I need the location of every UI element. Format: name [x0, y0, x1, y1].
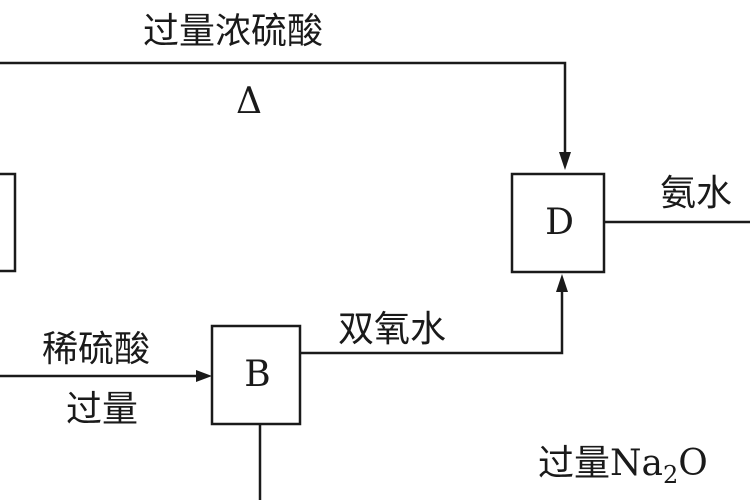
line-b-to-d	[300, 282, 564, 355]
line-top-to-d	[0, 61, 567, 166]
label-hydrogen-peroxide: 双氧水	[338, 309, 447, 350]
box-b-label: B	[244, 354, 271, 395]
label-excess-na2o: 过量Na2O	[538, 443, 708, 489]
arrowhead-top-into-d	[559, 152, 571, 170]
box-d-label: D	[545, 202, 574, 243]
label-ammonia: 氨水	[660, 173, 733, 214]
arrowhead-b-into-d	[556, 274, 568, 292]
box-b	[210, 324, 302, 426]
label-excess-conc-sulfuric-acid: 过量浓硫酸	[143, 11, 324, 52]
left-partial-box	[0, 172, 17, 273]
label-heat-symbol: Δ	[236, 81, 262, 122]
arrowhead-into-b	[196, 370, 212, 382]
label-dilute-sulfuric-acid: 稀硫酸	[42, 329, 151, 370]
label-excess: 过量	[66, 389, 139, 430]
